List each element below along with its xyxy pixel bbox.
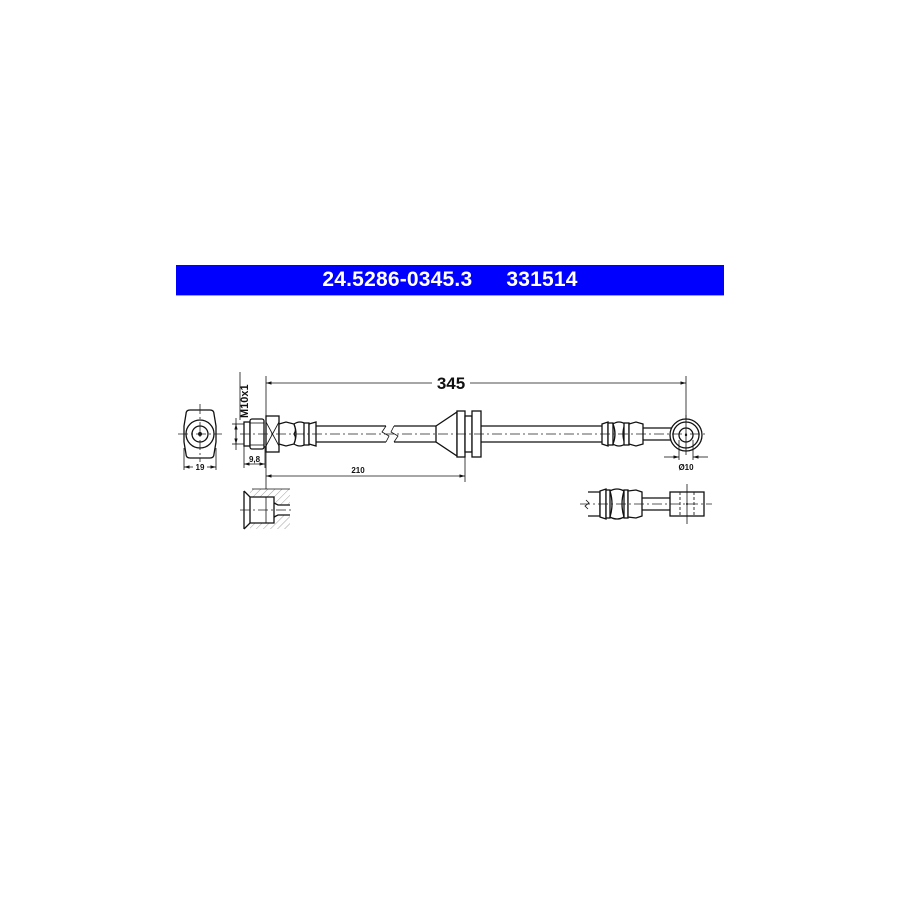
hose-assembly xyxy=(240,410,706,462)
end-view-fitting: 19 xyxy=(178,404,222,472)
thread-section-detail xyxy=(240,482,294,530)
dim-partial-length: 210 xyxy=(351,466,365,475)
thread-length-dimension: 9,8 xyxy=(243,446,266,468)
banjo-top-view-detail xyxy=(580,484,712,524)
overall-length-dimension: 345 xyxy=(265,374,687,420)
eye-diameter-dimension: Ø10 xyxy=(664,440,708,472)
dim-thread-length: 9,8 xyxy=(249,455,261,464)
partial-length-dimension: 210 xyxy=(265,450,466,482)
dim-fitting-width: 19 xyxy=(196,463,205,472)
dim-eye-diameter: Ø10 xyxy=(678,463,694,472)
part-number-banner: 24.5286-0345.3 331514 xyxy=(176,265,724,296)
alt-part-number: 331514 xyxy=(506,268,578,291)
dim-overall-length: 345 xyxy=(437,374,465,393)
dim-thread: M10x1 xyxy=(239,384,251,418)
part-number: 24.5286-0345.3 xyxy=(322,268,473,291)
